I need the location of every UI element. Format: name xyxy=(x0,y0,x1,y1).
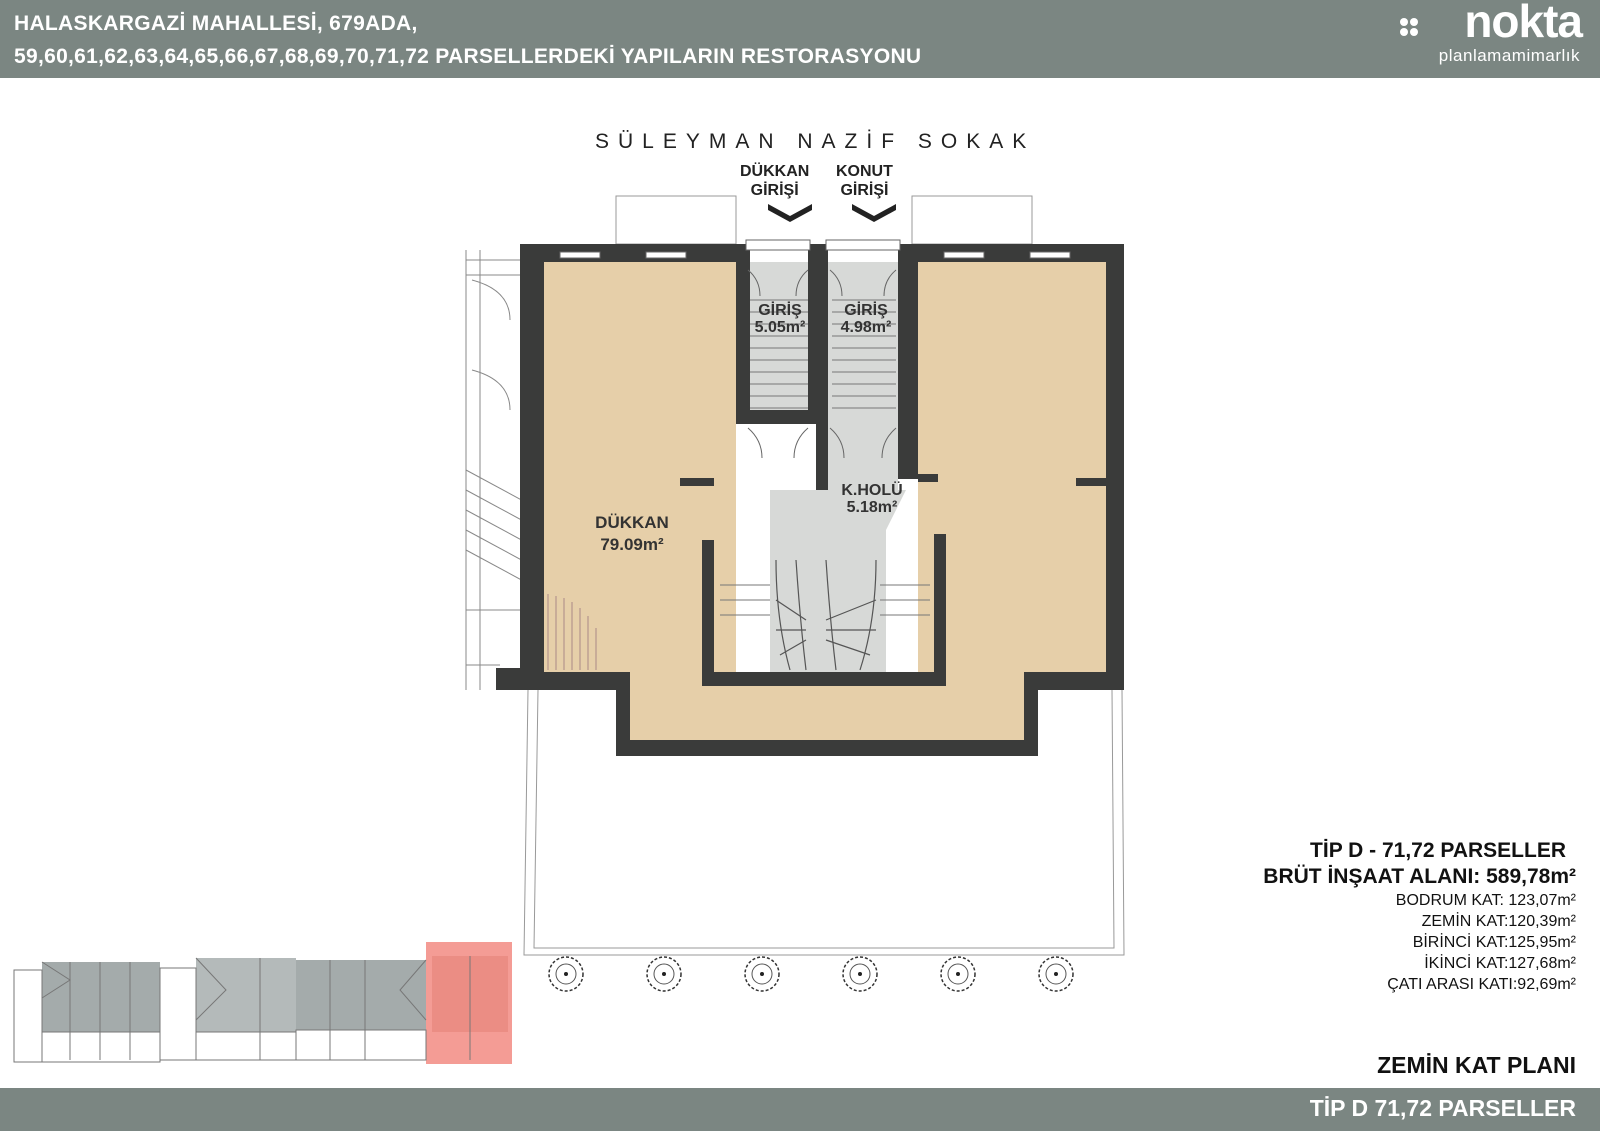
company-logo: nokta planlamamimarlık xyxy=(1392,0,1583,68)
room-area: 4.98m² xyxy=(840,319,892,336)
floor-area-ground: ZEMİN KAT:120,39m² xyxy=(1421,913,1576,930)
room-area: 5.18m² xyxy=(846,499,898,516)
room-name: GİRİŞ xyxy=(844,302,888,319)
walls xyxy=(496,244,1124,756)
spiral-stairs xyxy=(775,559,877,671)
stair-hall-fill xyxy=(770,490,906,672)
room-name: GİRİŞ xyxy=(758,302,802,319)
project-title-line-2: 59,60,61,62,63,64,65,66,67,68,69,70,71,7… xyxy=(14,45,922,68)
door-swings xyxy=(747,269,897,459)
residence-entry-label: KONUT GİRİŞİ xyxy=(836,163,893,199)
plan-title: ZEMİN KAT PLANI xyxy=(1377,1052,1576,1078)
front-windows xyxy=(559,239,1071,259)
room-area: 79.09m² xyxy=(600,535,664,554)
building-type-label: TİP D - 71,72 PARSELLER xyxy=(1310,839,1566,862)
footer-text: TİP D 71,72 PARSELLER xyxy=(1309,1095,1576,1121)
shop-entry-fill xyxy=(744,262,812,418)
room-name: DÜKKAN xyxy=(595,513,669,532)
tree-icon xyxy=(744,956,780,992)
tree-icon xyxy=(1038,956,1074,992)
stair-treads xyxy=(720,299,930,616)
right-room-fill xyxy=(918,262,1106,672)
room-name: K.HOLÜ xyxy=(841,482,903,499)
highlighted-parcel xyxy=(426,942,512,1064)
floor-area-attic: ÇATI ARASI KATI:92,69m² xyxy=(1387,976,1576,993)
shop-entry-label: DÜKKAN GİRİŞİ xyxy=(740,163,810,199)
entry-arrows xyxy=(768,204,896,222)
room-label-shop-entry: GİRİŞ 5.05m² xyxy=(755,302,806,336)
room-label-floor-hall: K.HOLÜ 5.18m² xyxy=(841,482,902,516)
project-title-line-1: HALASKARGAZİ MAHALLESİ, 679ADA, xyxy=(14,12,418,35)
tree-icon xyxy=(842,956,878,992)
logo-dots-icon xyxy=(1400,18,1426,44)
tree-icon xyxy=(646,956,682,992)
floor-area-first: BİRİNCİ KAT:125,95m² xyxy=(1412,934,1576,951)
shop-corner-stairs xyxy=(547,594,597,670)
floor-area-second: İKİNCİ KAT:127,68m² xyxy=(1424,955,1576,972)
residence-entry-fill xyxy=(828,262,898,418)
area-info-block: TİP D - 71,72 PARSELLER BRÜT İNŞAAT ALAN… xyxy=(1263,838,1576,995)
logo-subtitle: planlamamimarlık xyxy=(1438,46,1580,65)
footer-band: TİP D 71,72 PARSELLER xyxy=(0,1088,1600,1131)
neighbour-building-lines xyxy=(465,250,541,690)
gross-area-label: BRÜT İNŞAAT ALANI: 589,78m² xyxy=(1263,865,1576,888)
street-name: SÜLEYMAN NAZİF SOKAK xyxy=(595,130,1036,153)
floor-area-basement: BODRUM KAT: 123,07m² xyxy=(1395,892,1576,909)
tree-icon xyxy=(548,956,584,992)
site-key-plan xyxy=(13,942,512,1064)
residence-hall-fill xyxy=(828,418,898,490)
tree-icon xyxy=(940,956,976,992)
logo-word: nokta xyxy=(1464,0,1583,47)
courtyard-outline xyxy=(523,195,1125,956)
room-label-residence-entry: GİRİŞ 4.98m² xyxy=(841,302,892,336)
header-band: HALASKARGAZİ MAHALLESİ, 679ADA, 59,60,61… xyxy=(0,0,1600,78)
room-label-shop: DÜKKAN 79.09m² xyxy=(595,512,669,556)
room-area: 5.05m² xyxy=(754,319,806,336)
